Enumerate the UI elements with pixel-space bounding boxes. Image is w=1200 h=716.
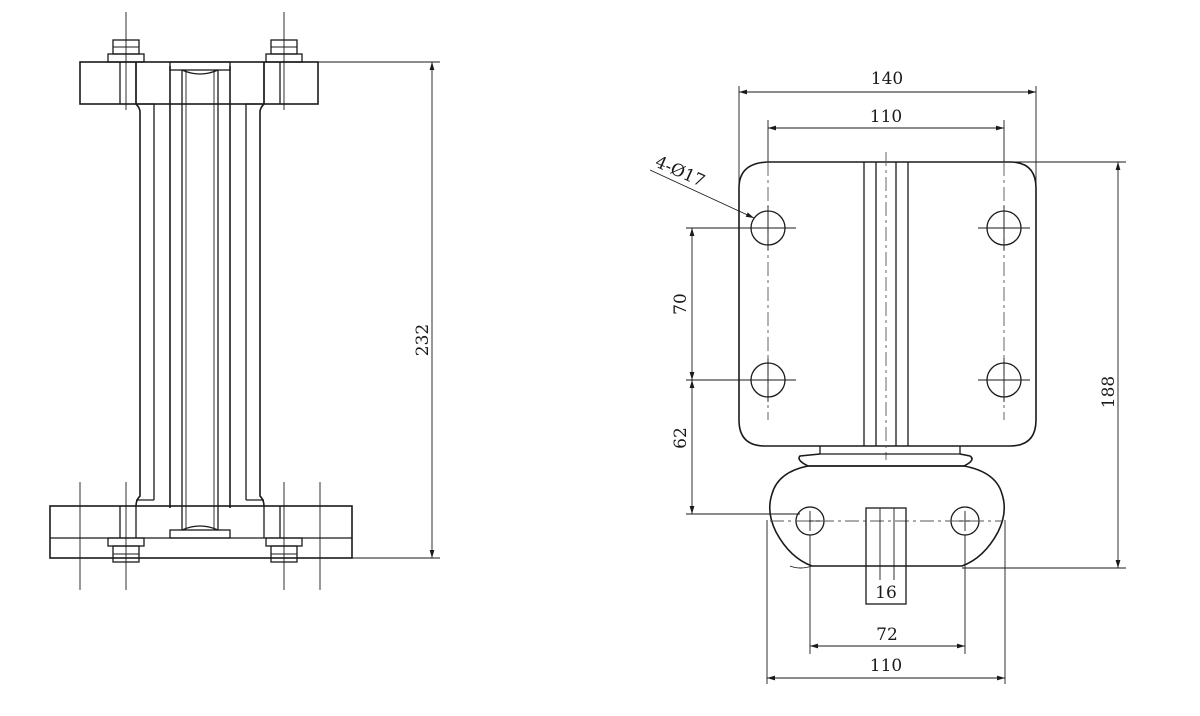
overall-width-dimension: 140 [738,69,1037,188]
side-view: 232 [49,12,440,590]
overall-height-label: 188 [1099,376,1119,408]
hole-spacing-label: 110 [870,107,902,127]
center-web [169,61,231,539]
top-flange [79,61,319,105]
slot-width-label: 16 [875,583,897,603]
side-height-label: 232 [413,324,433,356]
plate-hole-top-right [978,206,1030,250]
vertical-spacing-dimension: 70 [671,227,744,381]
mounting-plate [738,161,1037,447]
slot-width-dimension: 16 [866,583,906,605]
lower-hole-spacing-label: 72 [876,625,898,645]
vertical-spacing-label: 70 [671,293,691,315]
base-width-dimension: 110 [766,520,1006,684]
lower-offset-label: 62 [671,427,691,449]
overall-width-label: 140 [871,69,903,89]
hole-callout-label: 4-Ø17 [652,152,708,191]
front-view: 140 110 4-Ø17 70 62 [649,69,1126,684]
side-view-centerlines [79,12,321,590]
overall-height-dimension: 188 [962,161,1126,569]
bottom-left-bolt [107,537,145,563]
right-channel [229,62,265,508]
lower-lobe [768,465,1006,567]
plate-hole-bottom-left [744,358,796,402]
bottom-flange [49,505,353,559]
plate-hole-bottom-right [978,358,1030,402]
bottom-right-bolt [265,537,303,563]
neck [798,446,973,467]
lower-offset-dimension: 62 [671,380,800,515]
hole-spacing-dimension: 110 [767,107,1005,162]
vertical-web [863,152,909,460]
lower-hole-spacing-dimension: 72 [809,535,966,654]
base-width-label: 110 [870,656,902,676]
plate-hole-top-left [744,206,796,250]
side-height-dimension: 232 [318,61,440,559]
left-channel [135,62,171,508]
